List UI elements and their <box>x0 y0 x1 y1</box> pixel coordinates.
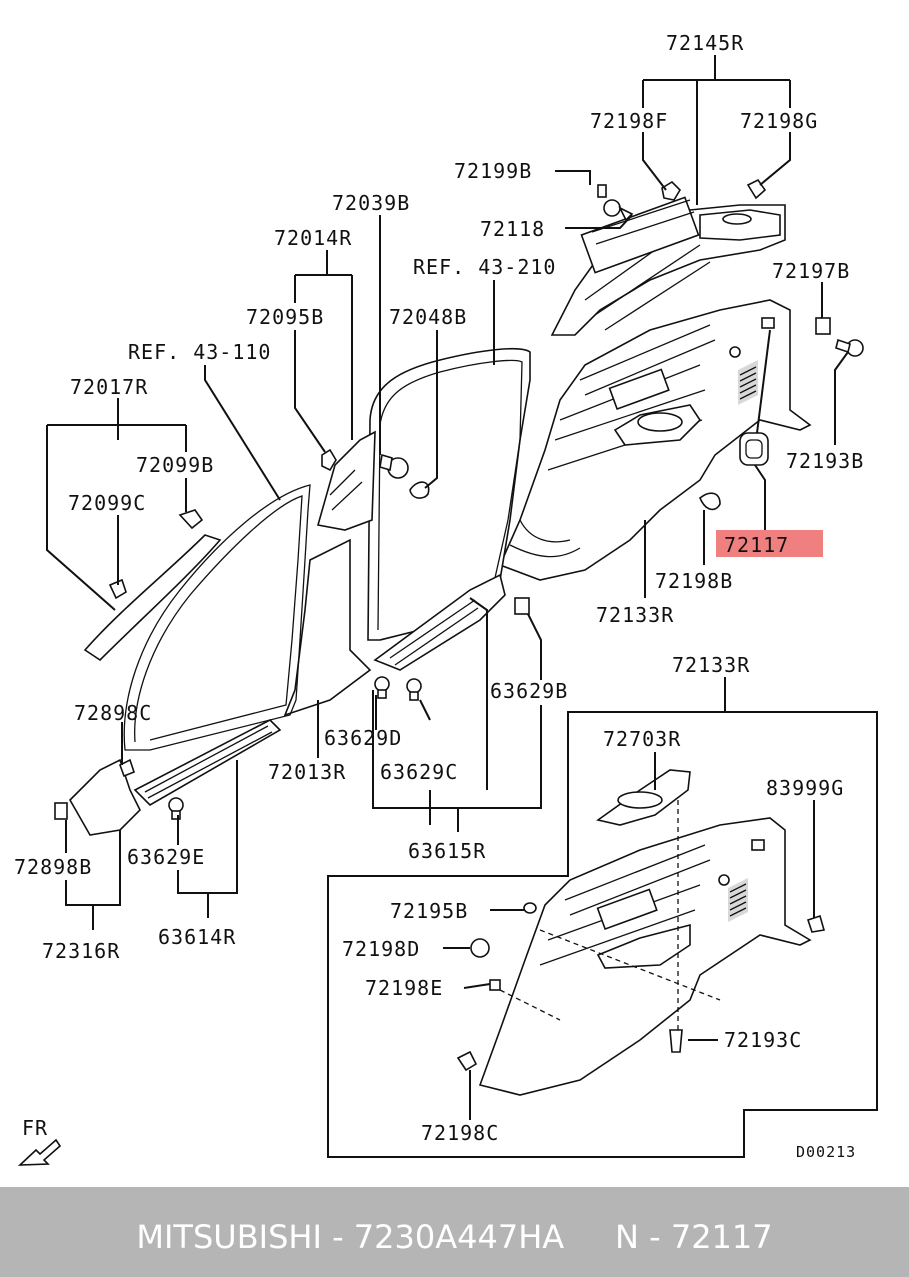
parts-diagram: 72145R 72198F 72198G 72199B 72118 72039B… <box>14 31 878 1166</box>
label-72898C: 72898C <box>74 701 152 725</box>
label-ref-43-110: REF. 43-110 <box>128 340 271 364</box>
detail-clips <box>456 839 826 1072</box>
clip-72039B <box>379 453 409 479</box>
label-72013R: 72013R <box>268 760 346 784</box>
detail-quarter-trim <box>478 769 812 1096</box>
clip-63629D <box>374 676 390 699</box>
label-63629D: 63629D <box>324 726 402 750</box>
label-72099C: 72099C <box>68 491 146 515</box>
weatherstrip-43-210 <box>367 347 531 641</box>
clip-63629E <box>168 797 184 820</box>
quarter-trim-72133R <box>498 299 812 581</box>
label-72198G: 72198G <box>740 109 818 133</box>
label-72198E: 72198E <box>365 976 443 1000</box>
footer-bar: MITSUBISHI - 7230A447HA N - 72117 <box>0 1187 909 1277</box>
label-72703R: 72703R <box>603 727 681 751</box>
label-72198D: 72198D <box>342 937 420 961</box>
detail-box <box>327 711 878 1158</box>
label-72095B: 72095B <box>246 305 324 329</box>
front-pillar-72017R <box>83 534 222 662</box>
label-72145R: 72145R <box>666 31 744 55</box>
label-72133R-box: 72133R <box>672 653 750 677</box>
label-72117: 72117 <box>724 533 789 557</box>
label-72193C: 72193C <box>724 1028 802 1052</box>
cowl-trim-72316R <box>54 758 141 836</box>
label-72118: 72118 <box>480 217 545 241</box>
label-83999G: 83999G <box>766 776 844 800</box>
footer-part-info: MITSUBISHI - 7230A447HA N - 72117 <box>136 1218 773 1256</box>
clip-72193B <box>835 338 864 357</box>
label-72198C: 72198C <box>421 1121 499 1145</box>
label-ref-43-210: REF. 43-210 <box>413 255 556 279</box>
clip-72117 <box>739 432 769 466</box>
scuff-plate-63614R <box>133 719 282 806</box>
label-72017R: 72017R <box>70 375 148 399</box>
diagram-code: D00213 <box>796 1143 856 1161</box>
front-arrow-icon <box>17 1138 62 1166</box>
weatherstrip-43-110 <box>123 484 311 751</box>
label-72198B: 72198B <box>655 569 733 593</box>
clip-72197B <box>815 317 831 335</box>
clip-72095B <box>321 448 337 472</box>
center-pillar-72014R <box>283 430 376 717</box>
label-72199B: 72199B <box>454 159 532 183</box>
label-63614R: 63614R <box>158 925 236 949</box>
label-72048B: 72048B <box>389 305 467 329</box>
label-72195B: 72195B <box>390 899 468 923</box>
clip-72199B <box>597 184 634 222</box>
clip-63629C <box>406 678 422 701</box>
clip-72198B <box>699 492 721 511</box>
label-72197B: 72197B <box>772 259 850 283</box>
label-fr: FR <box>22 1116 48 1140</box>
leader-lines <box>46 55 849 1120</box>
rear-upper-trim <box>550 196 786 336</box>
clip-72099B <box>178 509 204 530</box>
label-72198F: 72198F <box>590 109 668 133</box>
label-72099B: 72099B <box>136 453 214 477</box>
highlight-box-72117 <box>716 530 823 557</box>
clip-72048B <box>409 481 430 499</box>
label-72039B: 72039B <box>332 191 410 215</box>
clip-72198F <box>661 180 682 201</box>
label-72316R: 72316R <box>42 939 120 963</box>
label-63629E: 63629E <box>127 845 205 869</box>
label-72193B: 72193B <box>786 449 864 473</box>
label-63615R: 63615R <box>408 839 486 863</box>
label-72898B: 72898B <box>14 855 92 879</box>
label-72014R: 72014R <box>274 226 352 250</box>
label-63629B: 63629B <box>490 679 568 703</box>
label-63629C: 63629C <box>380 760 458 784</box>
label-72133R-top: 72133R <box>596 603 674 627</box>
